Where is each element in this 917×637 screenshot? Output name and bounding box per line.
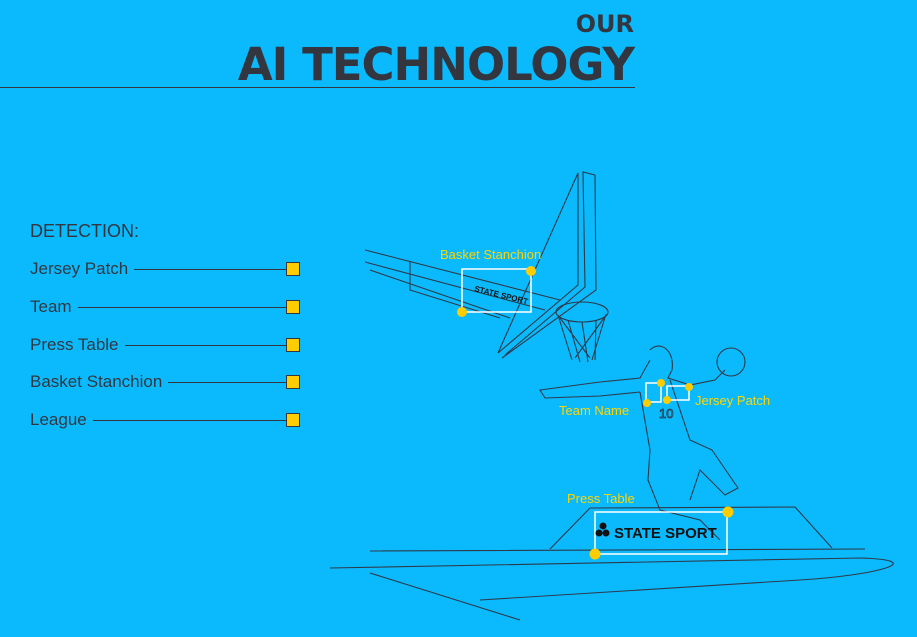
marker-square xyxy=(286,262,300,276)
detection-item-team[interactable]: Team xyxy=(30,297,300,317)
leader-line xyxy=(134,268,286,270)
label-basket-stanchion: Basket Stanchion xyxy=(440,247,541,262)
detection-item-label: League xyxy=(30,410,87,429)
marker-square xyxy=(286,375,300,389)
team-name-detection-box[interactable] xyxy=(645,382,662,403)
label-press-table: Press Table xyxy=(567,491,635,506)
heading-eyebrow: OUR xyxy=(575,10,634,38)
label-team-name: Team Name xyxy=(559,403,629,418)
detection-item-basket-stanchion[interactable]: Basket Stanchion xyxy=(30,372,300,392)
jersey-patch-detection-box[interactable] xyxy=(666,385,690,401)
marker-square xyxy=(286,413,300,427)
jersey-number: 10 xyxy=(659,406,673,421)
page-title: AI TECHNOLOGY xyxy=(237,38,635,91)
marker-square xyxy=(286,300,300,314)
leader-line xyxy=(124,344,286,346)
detection-item-label: Press Table xyxy=(30,335,119,354)
detection-item-jersey-patch[interactable]: Jersey Patch xyxy=(30,259,300,279)
title-divider xyxy=(0,87,635,88)
detection-item-label: Jersey Patch xyxy=(30,259,129,278)
brand-logo-icon xyxy=(595,522,610,537)
court-drawing xyxy=(329,171,894,621)
detection-heading: DETECTION: xyxy=(30,221,140,241)
leader-line xyxy=(168,381,286,383)
detection-item-label: Team xyxy=(30,297,72,316)
label-jersey-patch: Jersey Patch xyxy=(695,393,770,408)
stanchion-detection-box[interactable] xyxy=(461,268,532,313)
press-table-detection-box[interactable] xyxy=(594,511,728,555)
detection-item-league[interactable]: League xyxy=(30,410,300,430)
detection-markers xyxy=(457,266,734,560)
press-table-brand-text: STATE SPORT xyxy=(614,525,717,542)
detection-item-press-table[interactable]: Press Table xyxy=(30,335,300,355)
stanchion-brand-text: STATE SPORT xyxy=(474,284,529,306)
leader-line xyxy=(92,419,286,421)
detection-item-label: Basket Stanchion xyxy=(30,372,163,391)
marker-square xyxy=(286,338,300,352)
leader-line xyxy=(77,306,286,308)
